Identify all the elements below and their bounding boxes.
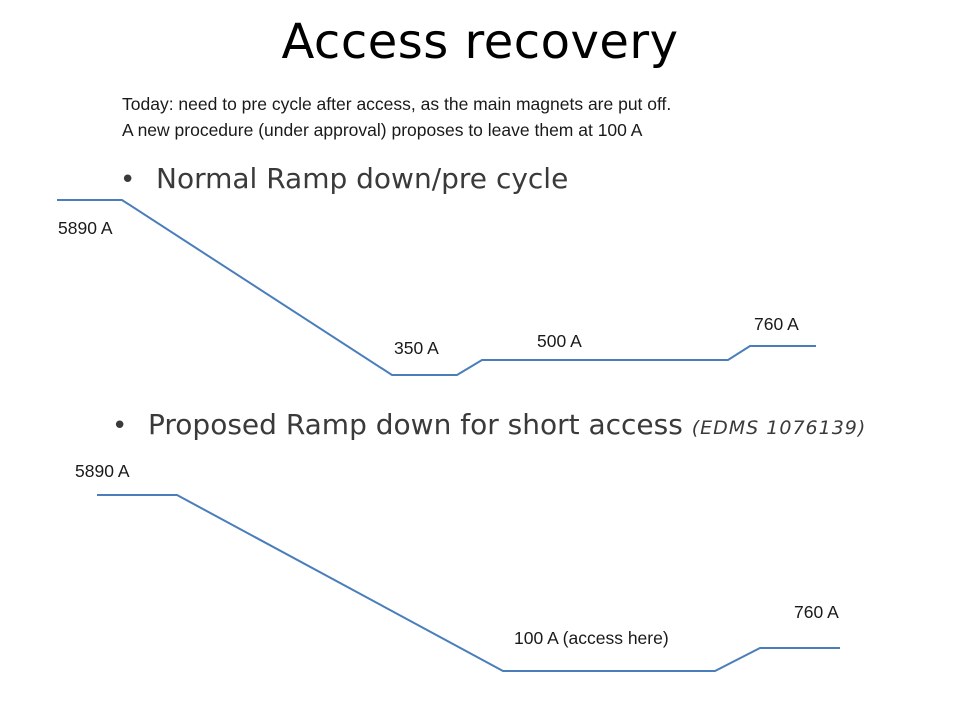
proposed-label-760: 760 A bbox=[794, 602, 839, 622]
bullet-normal-ramp-text: Normal Ramp down/pre cycle bbox=[156, 162, 569, 195]
bullet-normal-ramp: • Normal Ramp down/pre cycle bbox=[120, 162, 568, 195]
proposed-label-5890: 5890 A bbox=[75, 461, 130, 481]
normal-ramp-line bbox=[57, 199, 816, 376]
bullet-dot-icon: • bbox=[112, 411, 128, 441]
normal-label-760: 760 A bbox=[754, 314, 799, 334]
proposed-ramp-line bbox=[97, 494, 840, 672]
bullet-proposed-ramp-text: Proposed Ramp down for short access bbox=[148, 408, 683, 441]
bullet-dot-icon: • bbox=[120, 165, 136, 195]
access-note: Today: need to pre cycle after access, a… bbox=[122, 91, 922, 143]
normal-label-350: 350 A bbox=[394, 338, 439, 358]
bullet-proposed-ramp: • Proposed Ramp down for short access (ED… bbox=[112, 408, 866, 441]
note-line-1: Today: need to pre cycle after access, a… bbox=[122, 94, 672, 114]
slide-title: Access recovery bbox=[281, 14, 679, 70]
note-line-2: A new procedure (under approval) propose… bbox=[122, 120, 643, 140]
edms-reference: (EDMS 1076139) bbox=[691, 417, 867, 439]
proposed-label-100-access: 100 A (access here) bbox=[514, 628, 669, 648]
normal-label-5890: 5890 A bbox=[58, 218, 113, 238]
normal-label-500: 500 A bbox=[537, 331, 582, 351]
